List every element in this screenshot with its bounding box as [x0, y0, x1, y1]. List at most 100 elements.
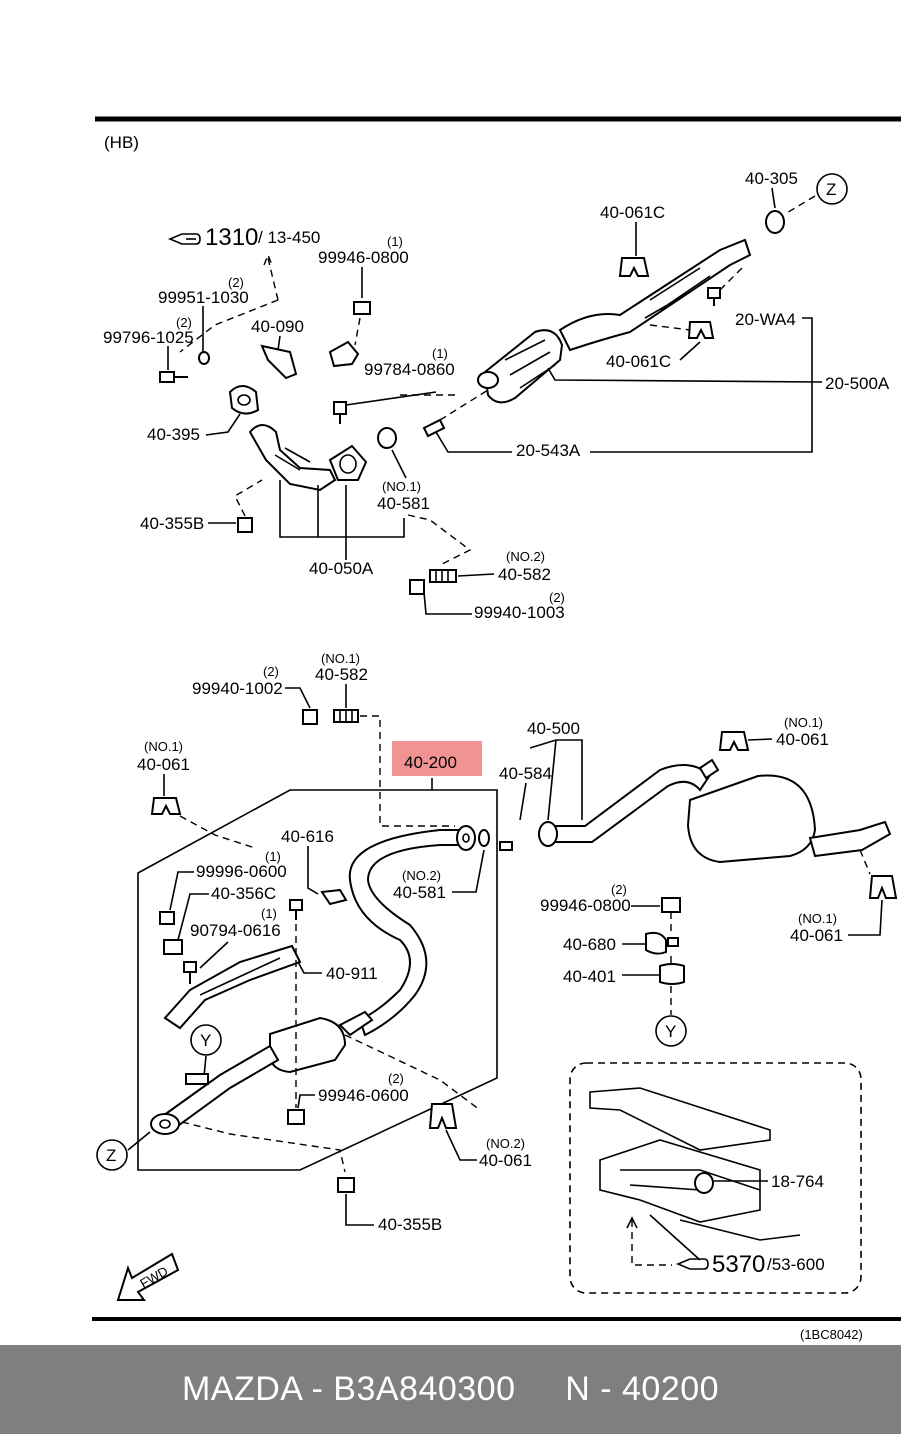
- part-90794-0616: [183, 961, 197, 984]
- part-presilencer: [268, 1016, 347, 1074]
- part-40-500-muffler: [686, 774, 817, 864]
- part-99940-1002: [302, 709, 318, 725]
- inset-body-floor: [569, 1062, 862, 1294]
- label-40-355b-lower[interactable]: 40-355B: [378, 1215, 442, 1234]
- label-40-500[interactable]: 40-500: [527, 719, 580, 738]
- part-40-061-no2: [428, 1103, 458, 1129]
- label-40-305[interactable]: 40-305: [745, 169, 798, 188]
- svg-text:(2): (2): [549, 590, 565, 605]
- part-99951-1030: [198, 351, 210, 365]
- label-40-581-lower[interactable]: 40-581: [393, 883, 446, 902]
- marker-y-right: [655, 1015, 687, 1047]
- label-40-581-upper[interactable]: 40-581: [377, 494, 430, 513]
- part-40-355b-lower: [337, 1177, 355, 1193]
- label-40-050a[interactable]: 40-050A: [309, 559, 374, 578]
- label-99946-0800-lower[interactable]: 99946-0800: [540, 896, 631, 915]
- part-40-090: [260, 344, 298, 380]
- svg-text:(NO.1): (NO.1): [784, 715, 823, 730]
- fwd-arrow-icon: FWD: [116, 1252, 180, 1301]
- part-99946-0600: [287, 1109, 305, 1125]
- label-90794-0616[interactable]: 90794-0616: [190, 921, 281, 940]
- svg-text:(2): (2): [263, 664, 279, 679]
- label-20-500a[interactable]: 20-500A: [825, 374, 890, 393]
- reference-hand-icon-top: [167, 233, 201, 245]
- label-40-061-left[interactable]: 40-061: [137, 755, 190, 774]
- section-label: (HB): [104, 133, 139, 152]
- label-40-061c-top[interactable]: 40-061C: [600, 203, 665, 222]
- label-40-911[interactable]: 40-911: [326, 964, 378, 983]
- marker-z-bottom: [96, 1139, 128, 1171]
- part-99996-0600: [159, 911, 175, 925]
- label-40-356c[interactable]: 40-356C: [211, 884, 276, 903]
- label-99784-0860[interactable]: 99784-0860: [364, 360, 455, 379]
- svg-text:(NO.1): (NO.1): [382, 479, 421, 494]
- part-40-584: [499, 841, 513, 851]
- label-99796-1025[interactable]: 99796-1025: [103, 328, 194, 347]
- label-99940-1003[interactable]: 99940-1003: [474, 603, 565, 622]
- label-40-200[interactable]: 40-200: [404, 753, 457, 772]
- label-40-395[interactable]: 40-395: [147, 425, 200, 444]
- part-catalytic-converter: [483, 329, 564, 404]
- svg-text:(2): (2): [388, 1071, 404, 1086]
- label-40-680[interactable]: 40-680: [563, 935, 616, 954]
- label-40-061-r[interactable]: 40-061: [790, 926, 843, 945]
- ref-1310-number[interactable]: 1310: [205, 224, 258, 251]
- svg-text:40-401: 40-401: [563, 967, 616, 986]
- label-20-wa4[interactable]: 20-WA4: [735, 310, 796, 329]
- svg-text:(NO.1): (NO.1): [321, 651, 360, 666]
- label-40-355b-upper[interactable]: 40-355B: [140, 514, 204, 533]
- svg-text:Y: Y: [200, 1031, 211, 1050]
- ref-5370-number[interactable]: 5370: [712, 1251, 765, 1278]
- label-99951-1030[interactable]: 99951-1030: [158, 288, 249, 307]
- part-40-401: [659, 963, 685, 985]
- svg-text:Z: Z: [106, 1146, 116, 1165]
- marker-y-left: [190, 1024, 222, 1056]
- ref-1310-sub: / 13-450: [258, 228, 320, 247]
- part-front-flange-lower: [150, 1113, 180, 1135]
- label-99946-0600[interactable]: 99946-0600: [318, 1086, 409, 1105]
- part-40-061c-mid: [687, 321, 715, 339]
- part-40-581-upper: [377, 427, 397, 449]
- svg-text:(NO.2): (NO.2): [506, 549, 545, 564]
- ref-5370-sub: /53-600: [767, 1255, 825, 1274]
- part-40-356c: [163, 939, 183, 955]
- part-40-061c-top: [618, 257, 650, 277]
- label-40-061-tr[interactable]: 40-061: [776, 730, 829, 749]
- svg-text:(1): (1): [432, 346, 448, 361]
- label-40-090[interactable]: 40-090: [251, 317, 304, 336]
- part-99784-0860-bracket: [328, 340, 360, 368]
- label-40-582-lower[interactable]: 40-582: [315, 665, 368, 684]
- svg-text:(1): (1): [265, 849, 281, 864]
- label-40-061c-mid[interactable]: 40-061C: [606, 352, 671, 371]
- part-40-500-flange: [538, 821, 558, 847]
- svg-text:Z: Z: [826, 180, 836, 199]
- highlight-40-200[interactable]: [392, 741, 482, 776]
- label-99940-1002[interactable]: 99940-1002: [192, 679, 283, 698]
- label-40-582-upper[interactable]: 40-582: [498, 565, 551, 584]
- part-99940-1003: [409, 579, 425, 595]
- label-40-616[interactable]: 40-616: [281, 827, 334, 846]
- reference-hand-icon-bottom: [675, 1258, 709, 1270]
- label-99946-0800-top[interactable]: 99946-0800: [318, 248, 409, 267]
- part-40-355b-upper: [237, 517, 253, 533]
- label-18-764[interactable]: 18-764: [771, 1172, 824, 1191]
- label-99996-0600[interactable]: 99996-0600: [196, 862, 287, 881]
- svg-text:(2): (2): [176, 315, 192, 330]
- label-40-061-no2[interactable]: 40-061: [479, 1151, 532, 1170]
- part-40-582-upper: [429, 569, 457, 583]
- part-40-200-pipe: [348, 829, 467, 1037]
- footer-part-number: MAZDA - B3A840300 N - 40200: [181, 1370, 720, 1408]
- label-20-543a[interactable]: 20-543A: [516, 441, 581, 460]
- part-40-911-heat-shield: [163, 944, 302, 1030]
- reference-code: (1BC8042): [800, 1327, 863, 1342]
- label-40-584[interactable]: 40-584: [499, 764, 552, 783]
- part-40-500-tailpipe: [808, 820, 892, 858]
- svg-text:(NO.1): (NO.1): [144, 739, 183, 754]
- assembly-40-200-outline: [137, 789, 498, 1171]
- part-40-050a-pipe: [248, 424, 337, 492]
- marker-z-top: [816, 173, 848, 205]
- part-front-pipe-lower: [158, 1044, 280, 1130]
- svg-text:(2): (2): [611, 882, 627, 897]
- part-99784-0860-bolt: [333, 401, 347, 424]
- part-99946-0800-lower: [661, 897, 681, 913]
